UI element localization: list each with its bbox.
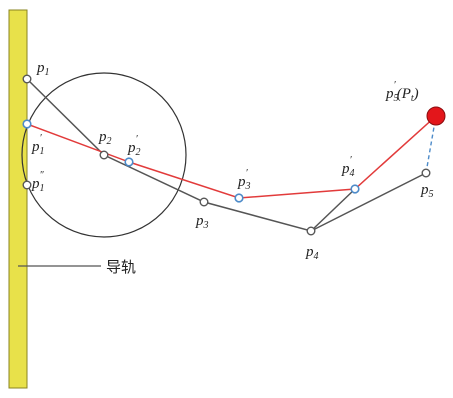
label-p5: p5 — [420, 182, 434, 200]
joint-p1-double-prime — [22, 180, 32, 190]
label-p4: p4 — [305, 244, 319, 262]
joint-p2-prime — [124, 157, 134, 167]
label-p3-prime: p3′ — [237, 168, 251, 192]
joint-p4 — [306, 226, 316, 236]
joint-p3-prime — [234, 193, 244, 203]
label-guide-rail: 导轨 — [106, 258, 136, 276]
joint-p1 — [22, 74, 32, 84]
reach-circle — [21, 72, 187, 238]
label-p4-prime: p4′ — [341, 155, 355, 179]
original-chain — [26, 78, 427, 232]
label-p1-double-prime: p1″ — [31, 170, 45, 194]
label-p1: p1 — [36, 60, 50, 78]
joint-p5 — [421, 168, 431, 178]
label-p2: p2 — [98, 129, 112, 147]
label-p1-prime: p1′ — [31, 133, 45, 157]
dashed-target-link — [425, 126, 435, 174]
joint-p1-prime — [22, 119, 32, 129]
joint-p4-prime — [350, 184, 360, 194]
link-p4-prime-to-p4 — [310, 188, 356, 232]
adjusted-chain — [26, 115, 437, 199]
label-p2-prime: p2′ — [127, 134, 141, 158]
target-point-pt — [426, 106, 446, 126]
label-p5-prime-target: p5′(Pt) — [385, 80, 419, 104]
joint-p2 — [99, 150, 109, 160]
label-p3: p3 — [195, 213, 209, 231]
guide-rail — [8, 9, 28, 389]
joint-p3 — [199, 197, 209, 207]
